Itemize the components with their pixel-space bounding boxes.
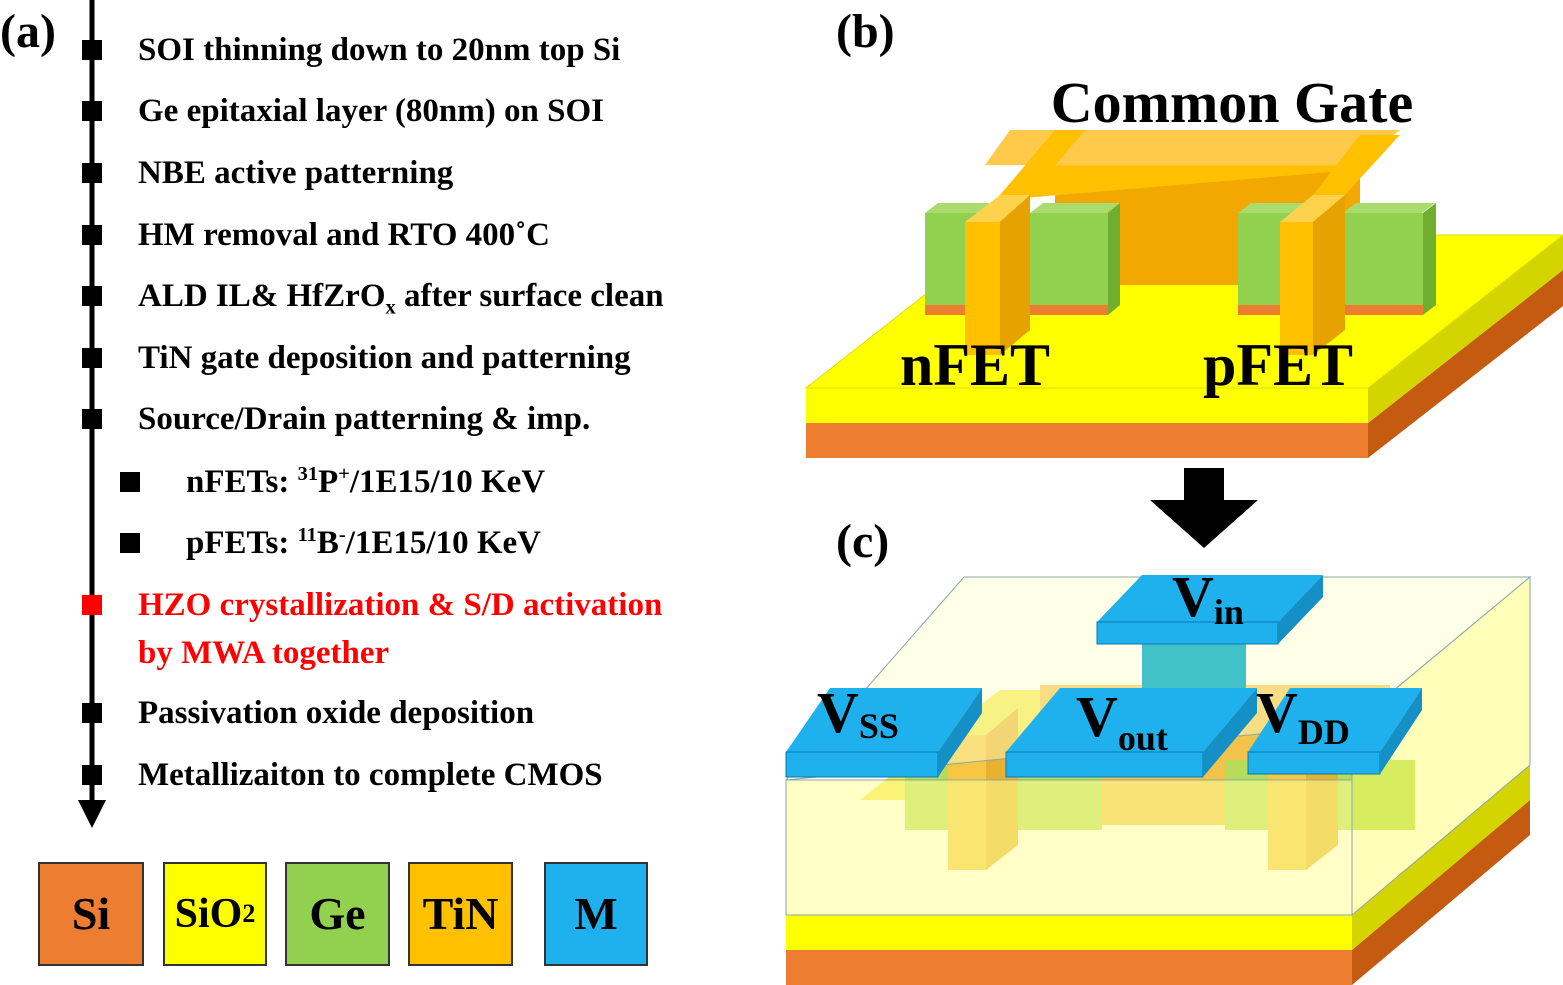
timeline-markers (82, 40, 140, 785)
process-step: ALD IL& HfZrOx after surface clean (138, 278, 664, 319)
process-step: Metallizaiton to complete CMOS (138, 757, 603, 793)
legend-ge: Ge (285, 862, 390, 966)
pfet-label: pFET (1203, 332, 1353, 398)
panel-label-b: (b) (836, 5, 895, 58)
process-step: Ge epitaxial layer (80nm) on SOI (138, 93, 604, 129)
process-step: SOI thinning down to 20nm top Si (138, 32, 621, 68)
process-step: HM removal and RTO 400˚C (138, 217, 550, 253)
metallized-cmos-3d: Vin VSS Vout VDD (784, 564, 1532, 985)
implant-step: nFETs: 31P+/1E15/10 KeV (186, 463, 546, 500)
process-step: TiN gate deposition and patterning (138, 340, 631, 376)
nfet-label: nFET (900, 332, 1050, 398)
process-step-highlight: by MWA together (138, 635, 390, 671)
vout-label: Vout (1076, 684, 1168, 758)
process-timeline (78, 0, 140, 828)
common-gate-label: Common Gate (1051, 70, 1413, 135)
implant-step: pFETs: 11B-/1E15/10 KeV (186, 524, 541, 561)
panel-label-a: (a) (0, 5, 56, 58)
process-step-highlight: HZO crystallization & S/D activation (138, 587, 663, 623)
process-step: Passivation oxide deposition (138, 695, 535, 731)
legend-metal: M (544, 862, 648, 966)
cmos-3d-structure: Common Gate nFET pFET (804, 70, 1563, 458)
down-arrow-icon (1150, 468, 1258, 548)
panel-label-c: (c) (836, 515, 890, 568)
process-step: Source/Drain patterning & imp. (138, 401, 591, 437)
process-step: NBE active patterning (138, 155, 454, 191)
vss-label: VSS (817, 680, 899, 746)
vin-label: Vin (1172, 564, 1244, 632)
legend-tin: TiN (408, 862, 513, 966)
vdd-label: VDD (1256, 680, 1350, 752)
legend-si: Si (38, 862, 144, 966)
